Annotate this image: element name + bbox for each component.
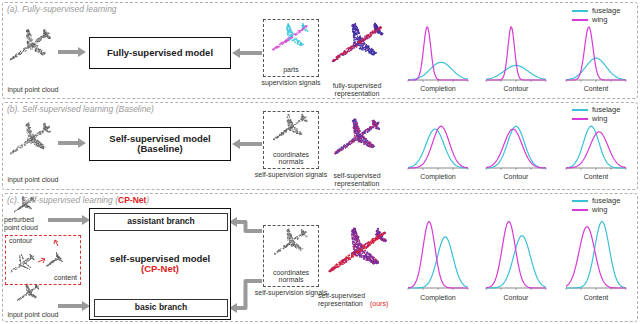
figure-page: (a). Fully-supervised learningFully-supe… xyxy=(0,0,640,324)
